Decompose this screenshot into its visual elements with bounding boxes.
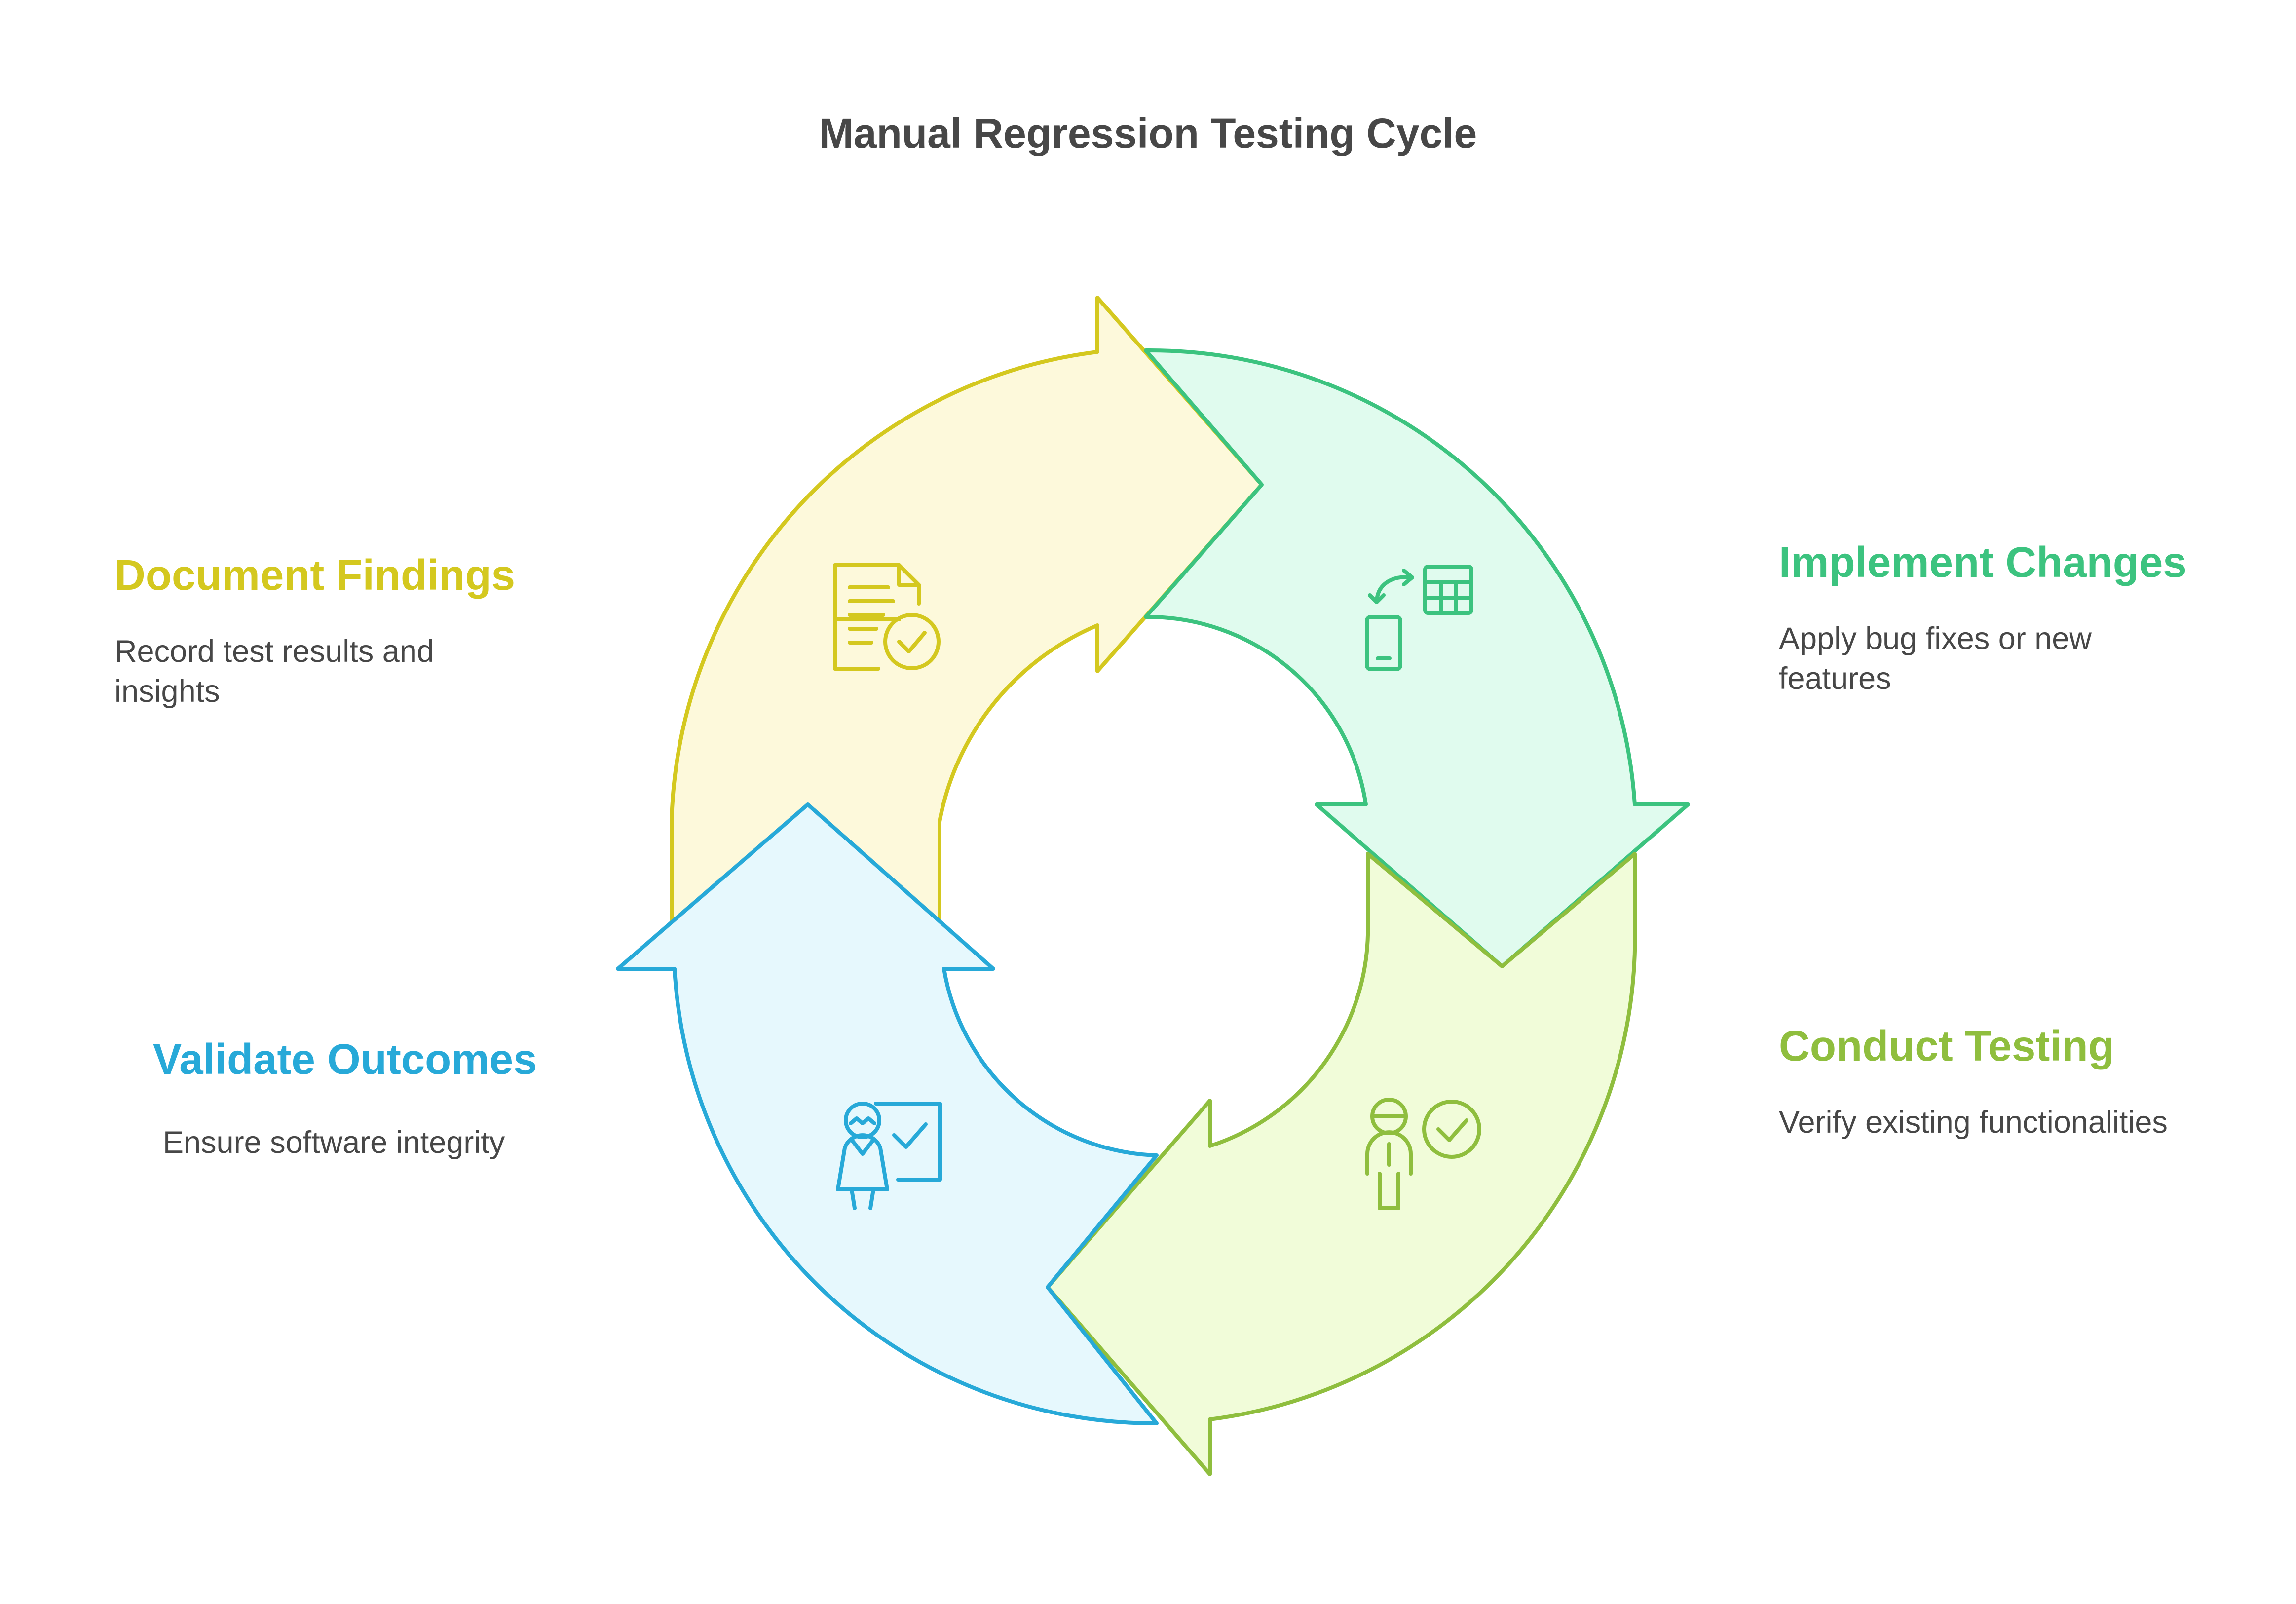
step-title-conduct-testing: Conduct Testing xyxy=(1779,1022,2114,1070)
document-check-icon xyxy=(833,563,941,671)
device-table-sync-icon xyxy=(1365,565,1473,671)
page-title: Manual Regression Testing Cycle xyxy=(819,110,1477,156)
arrow-document-findings xyxy=(670,296,1264,921)
step-title-implement-changes: Implement Changes xyxy=(1779,538,2187,586)
step-title-document-findings: Document Findings xyxy=(114,551,515,599)
arrow-validate-outcomes xyxy=(616,802,1159,1426)
step-desc-conduct-testing: Verify existing functionalities xyxy=(1779,1105,2168,1140)
step-desc-document-findings: Record test results and insights xyxy=(114,634,434,709)
step-title-validate-outcomes: Validate Outcomes xyxy=(153,1035,537,1083)
step-desc-implement-changes: Apply bug fixes or new features xyxy=(1779,621,2092,696)
arrow-conduct-testing xyxy=(1046,852,1637,1476)
presenter-check-icon xyxy=(836,1102,942,1210)
step-desc-validate-outcomes: Ensure software integrity xyxy=(163,1125,505,1160)
arrow-implement-changes xyxy=(1144,348,1690,968)
person-check-icon xyxy=(1365,1098,1481,1210)
